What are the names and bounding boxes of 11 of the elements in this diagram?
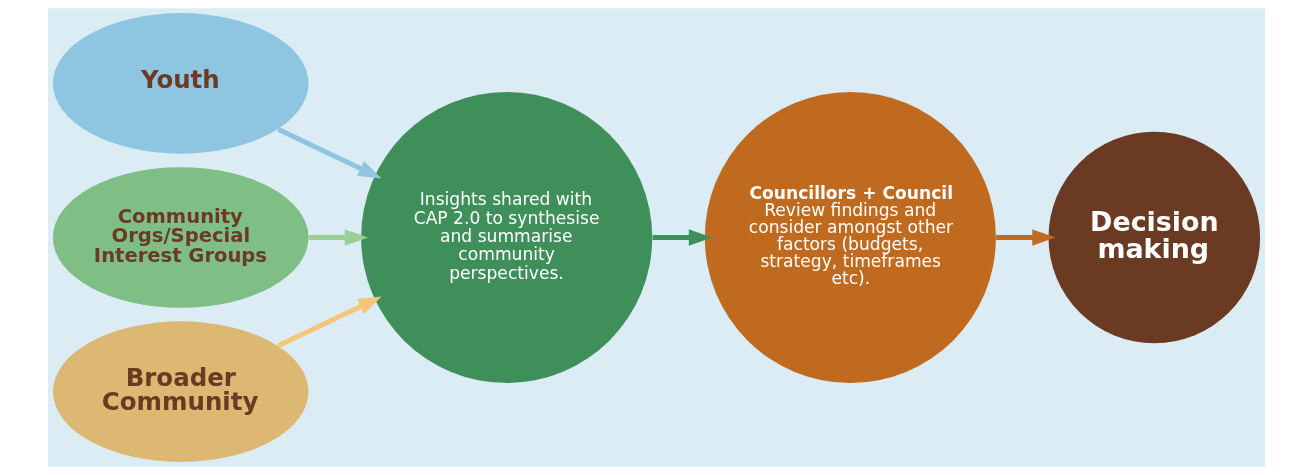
- node-circle: Decision making: [1048, 131, 1260, 344]
- node-circle: Councillors + Council Review findings and consider amongst other factors (budgets, strategy, timeframes etc).: [704, 91, 996, 384]
- node-ellipse: Broader Community: [52, 321, 308, 462]
- node-circle: Insights shared with CAP 2.0 to synthesise and summarise community perspectives.: [360, 91, 652, 384]
- node-ellipse: Community Orgs/Special Interest Groups: [52, 167, 308, 308]
- arrow: [276, 296, 382, 348]
- node-ellipse: Youth: [52, 13, 308, 154]
- arrow: [652, 229, 712, 246]
- arrow: [308, 229, 368, 246]
- arrow: [995, 229, 1056, 246]
- arrow: [276, 127, 382, 179]
